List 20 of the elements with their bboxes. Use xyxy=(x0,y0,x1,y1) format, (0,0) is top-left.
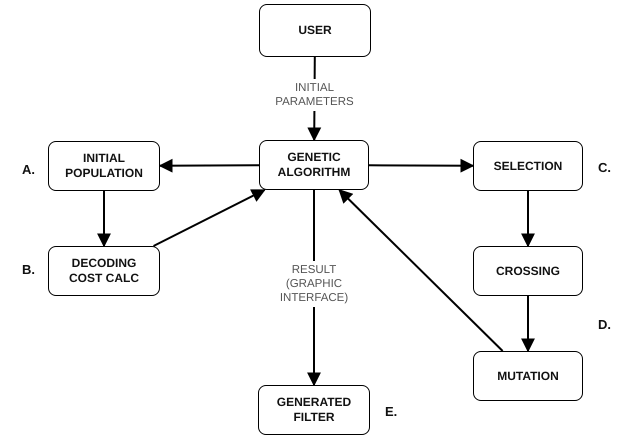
process-box: USER xyxy=(259,4,371,57)
arrow xyxy=(521,191,535,248)
arrow xyxy=(369,158,474,173)
process-box: DECODING COST CALC xyxy=(48,246,160,296)
step-letter: A. xyxy=(22,162,35,177)
arrow xyxy=(153,189,266,247)
arrow xyxy=(97,191,111,248)
arrow xyxy=(338,189,504,352)
process-box: INITIAL POPULATION xyxy=(48,141,160,191)
step-letter: B. xyxy=(22,262,35,277)
process-box: CROSSING xyxy=(473,246,583,296)
process-box: SELECTION xyxy=(473,141,583,191)
process-box: MUTATION xyxy=(473,351,583,401)
step-letter: E. xyxy=(385,404,398,419)
arrow xyxy=(521,296,535,352)
process-box: GENETIC ALGORITHM xyxy=(259,140,369,190)
arrow xyxy=(158,158,259,173)
process-box: GENERATED FILTER xyxy=(258,385,370,435)
step-letter: C. xyxy=(598,160,611,175)
step-letter: D. xyxy=(598,317,611,332)
